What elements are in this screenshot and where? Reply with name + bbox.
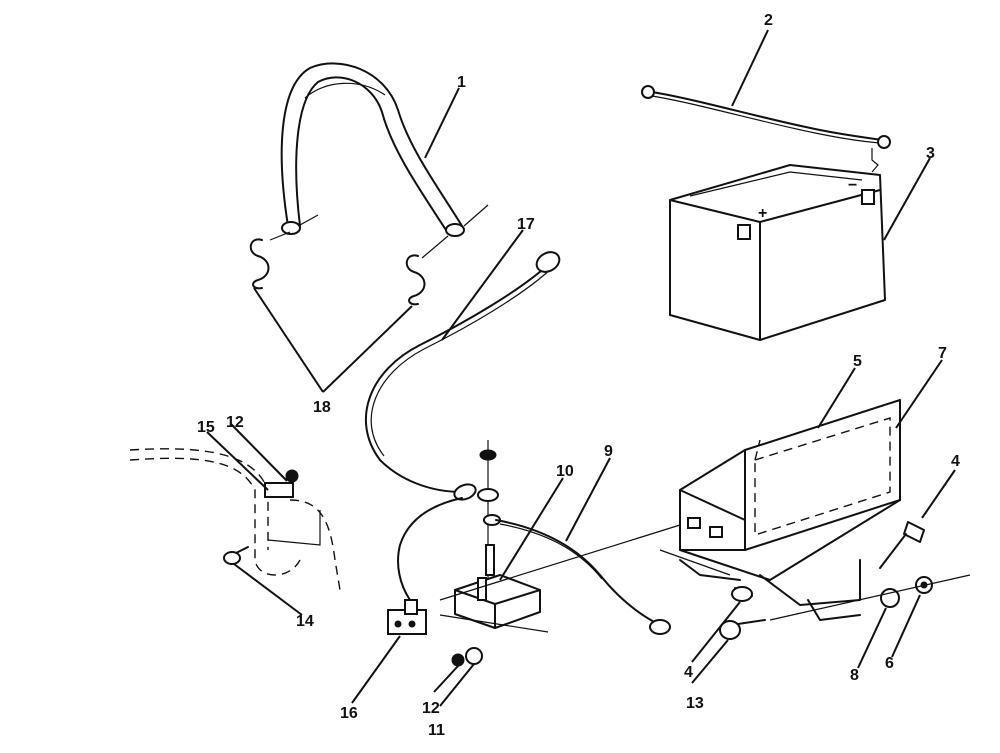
callout-12a: 12 — [226, 414, 244, 431]
callout-6: 6 — [885, 655, 894, 672]
terminal-stack — [477, 440, 501, 580]
callout-14: 14 — [296, 613, 314, 630]
callout-2: 2 — [764, 12, 773, 29]
negative-terminal-mark: − — [848, 177, 857, 194]
leader-lines — [206, 29, 956, 707]
ground-cable — [641, 85, 891, 173]
callout-8: 8 — [850, 667, 859, 684]
positive-cable — [364, 251, 561, 501]
callout-9: 9 — [604, 443, 613, 460]
callout-13: 13 — [686, 695, 704, 712]
battery-strap — [280, 62, 489, 237]
callout-11: 11 — [428, 722, 445, 739]
callout-4a: 4 — [951, 453, 960, 470]
relay-hardware — [451, 647, 483, 667]
battery-pad — [754, 417, 891, 536]
assembly-lines — [439, 524, 971, 633]
callout-18: 18 — [313, 399, 331, 416]
callout-1: 1 — [457, 74, 466, 91]
relay-base — [454, 574, 541, 629]
callout-4b: 4 — [684, 664, 693, 681]
callout-10: 10 — [556, 463, 574, 480]
callout-12b: 12 — [422, 700, 440, 717]
battery-box — [679, 399, 901, 621]
s-hooks — [249, 231, 449, 306]
cable — [495, 519, 671, 635]
frame-outline — [129, 448, 341, 591]
positive-terminal-mark: + — [758, 205, 767, 222]
callout-3: 3 — [926, 145, 935, 162]
right-hardware — [719, 521, 933, 640]
callout-7: 7 — [938, 345, 947, 362]
callout-17: 17 — [517, 216, 535, 233]
battery: + − — [669, 164, 886, 341]
connector-lead — [387, 497, 463, 635]
callout-15: 15 — [197, 419, 215, 436]
callout-5: 5 — [853, 353, 862, 370]
callouts: 1 2 3 4 4 5 6 7 8 9 10 11 12 12 13 14 15… — [197, 12, 960, 739]
callout-16: 16 — [340, 705, 358, 722]
